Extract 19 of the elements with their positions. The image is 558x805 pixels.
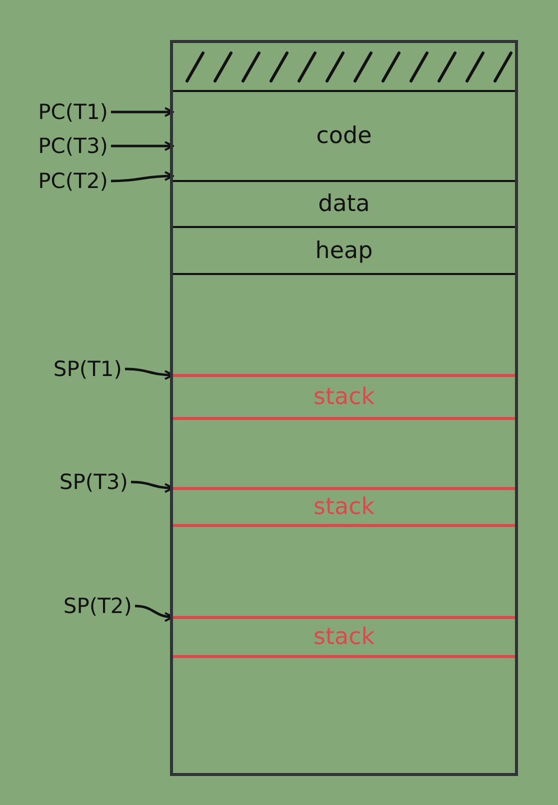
memory-box	[170, 40, 518, 776]
pointer-label: SP(T3)	[59, 469, 128, 495]
arrow	[111, 107, 174, 117]
pointer-label: SP(T2)	[63, 593, 132, 619]
segment-label: data	[318, 191, 370, 217]
stack-segment	[173, 374, 515, 420]
stack-segment	[173, 616, 515, 658]
segment-label: stack	[313, 494, 375, 520]
stack-segment	[173, 487, 515, 527]
arrow	[110, 171, 174, 182]
segment-label: stack	[313, 384, 375, 410]
segment-label: heap	[315, 238, 373, 264]
pointer-label: PC(T2)	[38, 168, 108, 194]
pointer-label: PC(T3)	[38, 133, 108, 159]
pointer-label: SP(T1)	[53, 356, 122, 382]
pointer-label: PC(T1)	[38, 99, 108, 125]
segment-label: code	[316, 123, 372, 149]
segment-label: stack	[313, 624, 375, 650]
arrow	[111, 141, 174, 151]
